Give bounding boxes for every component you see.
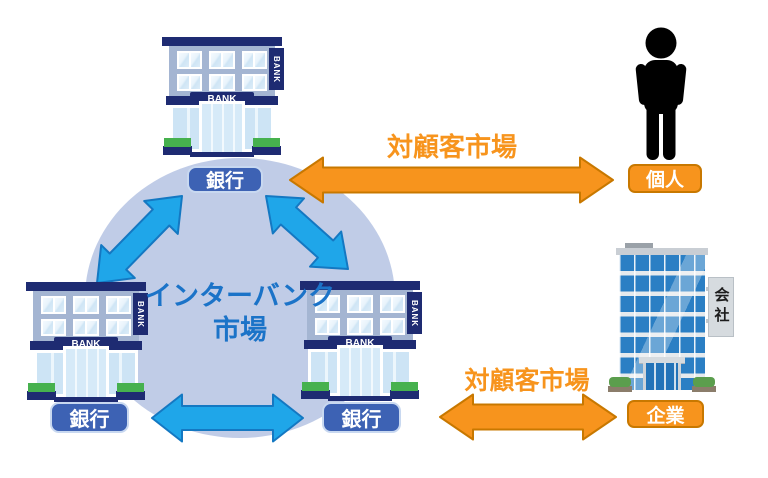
company-sign: 会社 bbox=[708, 277, 734, 337]
bank-side-sign: BANK bbox=[269, 48, 284, 90]
bank-window bbox=[177, 51, 203, 69]
office-building: 会社 bbox=[608, 243, 734, 395]
hedge bbox=[28, 383, 55, 392]
rooftop-structure bbox=[625, 243, 653, 249]
bank-window bbox=[105, 318, 131, 336]
bank-window bbox=[73, 296, 99, 314]
bank-window bbox=[315, 317, 341, 335]
bank-side-sign: BANK bbox=[133, 293, 148, 335]
bank-entrance bbox=[337, 345, 383, 396]
bank-building-left: BANK BANK bbox=[26, 282, 148, 402]
bank-window bbox=[241, 73, 267, 91]
bank-window bbox=[347, 295, 373, 313]
bank-upper-floors bbox=[169, 46, 275, 96]
bank-window bbox=[41, 318, 67, 336]
bank-window bbox=[209, 51, 235, 69]
interbank-arrow-bottom bbox=[151, 393, 304, 443]
customer-market-label-bottom: 対顧客市場 bbox=[464, 367, 590, 395]
company-label: 企業 bbox=[627, 400, 704, 428]
hedge bbox=[391, 382, 418, 391]
bush bbox=[609, 377, 631, 387]
bank-window bbox=[315, 295, 341, 313]
bank-roof bbox=[162, 37, 282, 46]
bush bbox=[693, 377, 715, 387]
bank-roof bbox=[26, 282, 146, 291]
hedge bbox=[164, 138, 191, 147]
interbank-arrow-right bbox=[265, 195, 349, 270]
interbank-market-title: インターバンク 市場 bbox=[144, 281, 336, 345]
person-icon bbox=[635, 27, 687, 160]
bank-window bbox=[41, 296, 67, 314]
bank-label-left: 銀行 bbox=[50, 402, 129, 433]
bank-window bbox=[209, 73, 235, 91]
bank-entrance bbox=[63, 346, 109, 397]
bank-window bbox=[73, 318, 99, 336]
hedge bbox=[302, 382, 329, 391]
hedge bbox=[253, 138, 280, 147]
bank-side-sign: BANK bbox=[407, 292, 422, 334]
bank-window bbox=[379, 317, 405, 335]
bank-entrance bbox=[199, 101, 245, 152]
bank-building-top: BANK BANK bbox=[162, 37, 284, 157]
bank-window bbox=[241, 51, 267, 69]
bank-window bbox=[379, 295, 405, 313]
bank-window bbox=[177, 73, 203, 91]
company-roof bbox=[616, 248, 708, 255]
bank-label-right: 銀行 bbox=[322, 402, 401, 433]
bank-window bbox=[347, 317, 373, 335]
hedge bbox=[117, 383, 144, 392]
bank-roof bbox=[300, 281, 420, 290]
bank-upper-floors bbox=[307, 290, 413, 340]
interbank-arrow-left bbox=[96, 195, 183, 284]
bank-ground-floor bbox=[308, 345, 412, 396]
bank-upper-floors bbox=[33, 291, 139, 341]
bank-label-top: 銀行 bbox=[187, 166, 263, 193]
company-entrance bbox=[643, 363, 681, 390]
bank-window bbox=[105, 296, 131, 314]
customer-arrow-bottom bbox=[439, 393, 617, 441]
customer-market-label-top: 対顧客市場 bbox=[386, 132, 517, 162]
customer-arrow-top bbox=[289, 156, 614, 204]
bank-building-right: BANK BANK bbox=[300, 281, 422, 401]
individual-label: 個人 bbox=[628, 164, 702, 193]
